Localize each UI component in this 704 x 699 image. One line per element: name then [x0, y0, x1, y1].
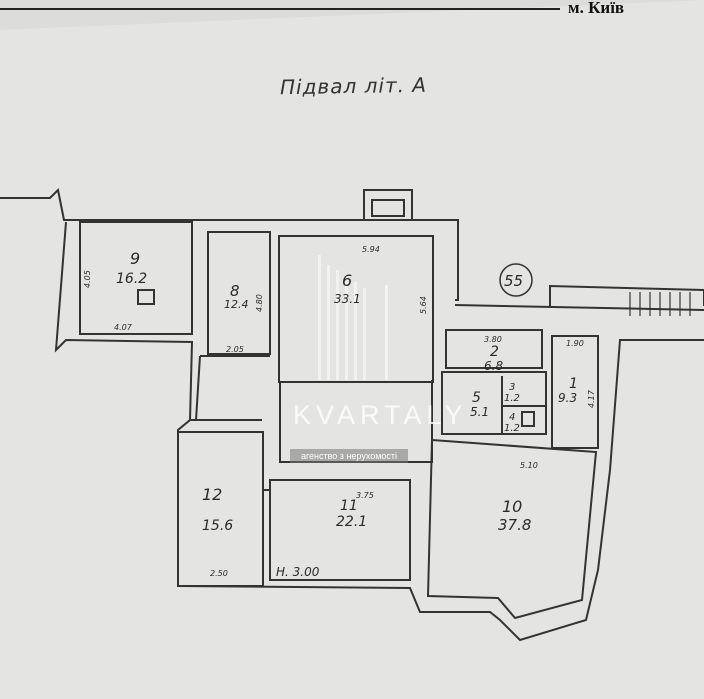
- room-1-area: 9.3: [558, 391, 577, 405]
- room-9-number: 9: [130, 249, 140, 268]
- dim-room8-width: 2.05: [226, 345, 244, 354]
- room-2-area: 6.8: [484, 359, 503, 373]
- dim-room6-width: 5.94: [362, 245, 380, 254]
- room-12-number: 12: [202, 485, 222, 504]
- ceiling-height-note: Н. 3.00: [276, 565, 320, 579]
- building-number-circle: [499, 263, 533, 297]
- room-4-number: 4: [509, 412, 515, 423]
- room-labels: 9 16.2 8 12.4 6 33.1 2 6.8 5 5.1 3 1.2 4…: [116, 249, 578, 534]
- dim-room6-height: 5.64: [419, 296, 428, 314]
- room-5-area: 5.1: [470, 405, 489, 419]
- room-8-number: 8: [230, 282, 240, 300]
- room-4-area: 1.2: [504, 423, 520, 434]
- room-3-number: 3: [509, 382, 515, 393]
- dim-room1-height: 4.17: [587, 389, 596, 408]
- room-9-outline: [79, 221, 193, 335]
- dimension-labels: 4.07 4.05 2.05 4.80 5.94 5.64 3.80 1.90 …: [83, 245, 596, 578]
- dim-room9-height: 4.05: [83, 270, 92, 288]
- dim-room12-width: 2.50: [210, 569, 228, 578]
- room-11-number: 11: [340, 498, 358, 514]
- dim-room10-width: 5.10: [520, 461, 538, 470]
- room-11-area: 22.1: [336, 514, 367, 530]
- room-5-number: 5: [472, 390, 481, 406]
- city-label: м. Київ: [568, 0, 625, 17]
- dim-room2-width: 3.80: [484, 335, 502, 344]
- plan-title: Підвал літ. А: [279, 72, 428, 100]
- dim-room11-width: 3.75: [356, 491, 374, 500]
- room-1-number: 1: [569, 376, 578, 392]
- room-12-area: 15.6: [202, 518, 233, 534]
- walls: [0, 187, 704, 642]
- room-9-area: 16.2: [116, 271, 147, 287]
- building-number: 55: [504, 272, 523, 290]
- room-8-area: 12.4: [224, 298, 249, 311]
- room-6-number: 6: [342, 271, 352, 290]
- room-6-area: 33.1: [334, 292, 361, 306]
- dim-room9-width: 4.07: [114, 323, 133, 332]
- room-10-number: 10: [502, 497, 522, 516]
- watermark-logo: [318, 255, 388, 380]
- watermark-brand: KVARTALY: [293, 400, 468, 430]
- dim-room8-height: 4.80: [255, 294, 264, 312]
- room-2-number: 2: [490, 344, 499, 360]
- watermark-tagline: агенство з нерухомості: [290, 449, 408, 463]
- dim-room1-width: 1.90: [566, 339, 584, 348]
- room-10-area: 37.8: [498, 516, 531, 534]
- room-3-area: 1.2: [504, 393, 520, 404]
